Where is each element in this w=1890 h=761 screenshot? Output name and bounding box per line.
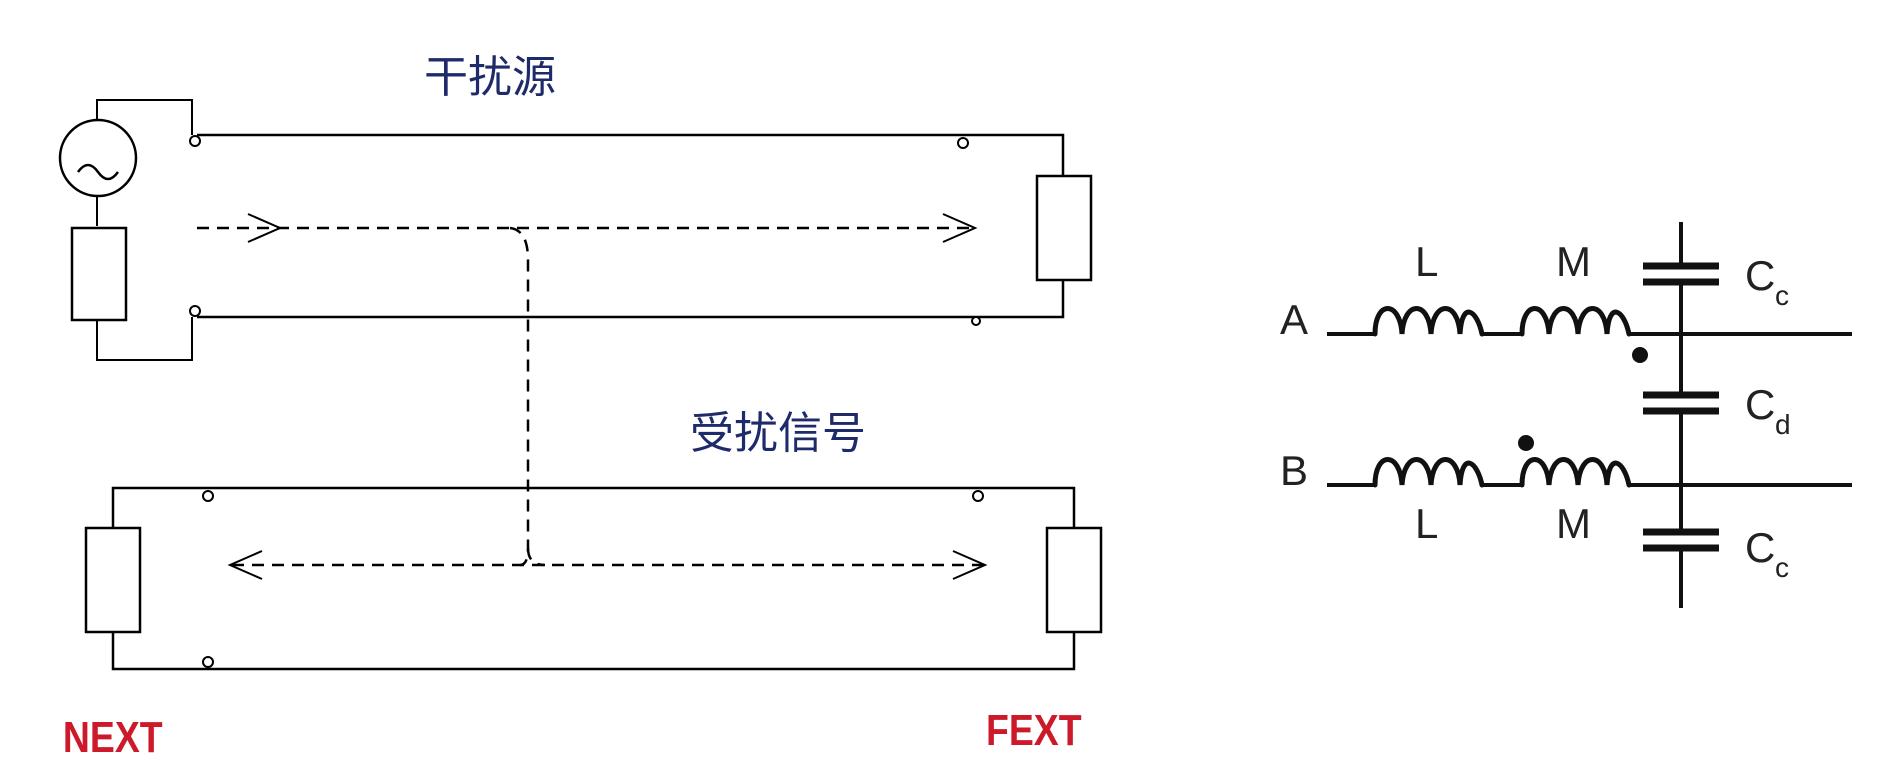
aggressor-terminal <box>957 137 969 149</box>
far-end-resistor <box>1045 526 1103 634</box>
aggressor-line <box>58 99 1093 361</box>
mutual-m-bottom-label: M <box>1556 500 1591 547</box>
arrow-head-icon <box>227 550 263 580</box>
polarity-dot <box>1632 347 1648 363</box>
victim-terminal <box>202 490 214 502</box>
cap-cc-bottom-label: C <box>1745 524 1775 571</box>
aggressor-terminal <box>189 305 201 317</box>
aggressor-terminal <box>971 316 981 326</box>
aggressor-terminal <box>189 135 201 147</box>
victim-terminal <box>972 490 984 502</box>
cap-cd-label: C <box>1745 381 1775 428</box>
mutual-m-top <box>1519 306 1632 337</box>
inductor-l-bottom-label: L <box>1415 500 1438 547</box>
mutual-m-top-label: M <box>1556 238 1591 285</box>
coupling-circuit-model: A B L M L M C c C d C c <box>1280 222 1852 608</box>
arrow-head-icon <box>942 213 978 243</box>
arrow-head-icon <box>952 550 988 580</box>
cap-cc-top-label: C <box>1745 252 1775 299</box>
cap-cc-top-sub: c <box>1775 280 1789 311</box>
near-end-resistor <box>84 526 142 634</box>
victim-bottom-trace <box>111 630 1076 671</box>
victim-label: 受扰信号 <box>690 408 866 459</box>
coupling-path-right <box>526 547 546 567</box>
inductor-l-top-label: L <box>1415 238 1438 285</box>
line-b-label: B <box>1280 447 1308 494</box>
cap-cc-bottom-sub: c <box>1775 552 1789 583</box>
source-resistor <box>70 226 128 322</box>
polarity-dot <box>1518 435 1534 451</box>
inductor-l-bottom <box>1372 457 1485 488</box>
victim-terminal <box>202 656 214 668</box>
fext-label: FEXT <box>986 705 1082 755</box>
arrow-head-icon <box>247 213 283 243</box>
mutual-m-bottom <box>1519 457 1632 488</box>
victim-top-trace <box>111 486 1076 530</box>
line-a-label: A <box>1280 296 1308 343</box>
next-label: NEXT <box>63 712 163 761</box>
aggressor-label: 干扰源 <box>424 52 556 103</box>
ac-source-icon <box>58 118 138 198</box>
inductor-l-top <box>1372 306 1485 337</box>
sine-wave-icon <box>76 163 120 181</box>
victim-line <box>84 486 1103 671</box>
aggressor-top-trace <box>197 133 1065 176</box>
cap-cd-sub: d <box>1775 409 1791 440</box>
aggressor-load-resistor <box>1035 174 1093 282</box>
aggressor-bottom-trace <box>197 280 1065 319</box>
coupling-path <box>509 226 530 567</box>
